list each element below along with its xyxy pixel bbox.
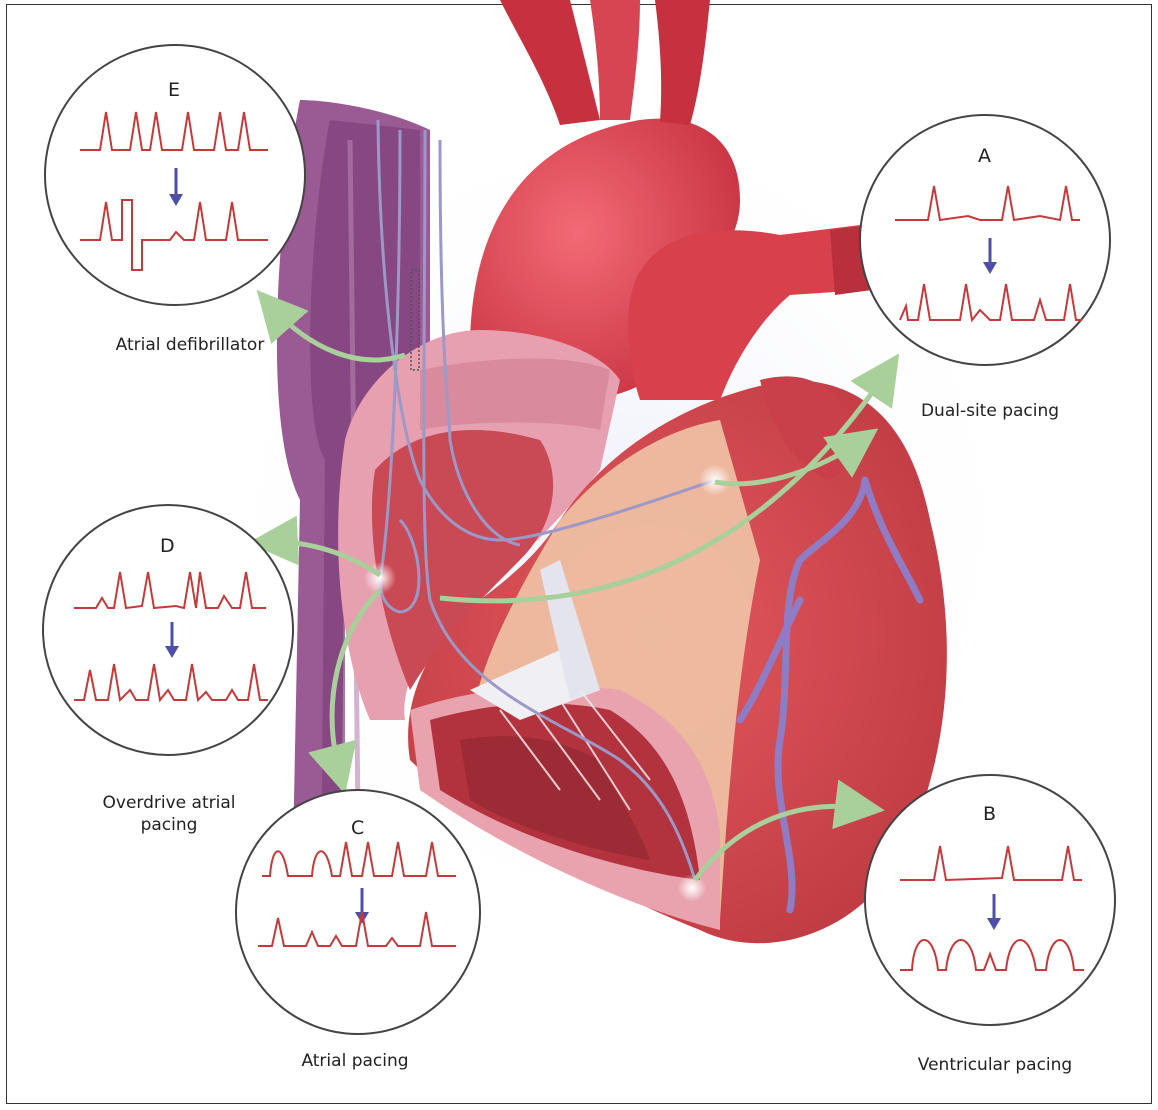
- panel-C: C: [236, 790, 480, 1034]
- panel-C-letter: C: [351, 817, 364, 839]
- panel-E-label: Atrial defibrillator: [110, 334, 270, 356]
- electrode-lv-glow: [699, 464, 731, 496]
- panel-B: B: [865, 775, 1115, 1025]
- panel-A: A: [860, 115, 1110, 365]
- panel-D-label: Overdrive atrial pacing: [84, 792, 254, 836]
- panel-B-letter: B: [983, 803, 996, 825]
- panel-D: D: [43, 505, 293, 755]
- electrode-rv-glow: [678, 874, 706, 902]
- panel-B-label: Ventricular pacing: [900, 1054, 1090, 1076]
- panel-A-letter: A: [978, 145, 991, 167]
- panel-E-letter: E: [168, 79, 180, 101]
- panel-D-letter: D: [160, 535, 175, 557]
- panel-A-label: Dual-site pacing: [905, 400, 1075, 422]
- panel-C-label: Atrial pacing: [270, 1050, 440, 1072]
- panel-E: E: [45, 45, 305, 305]
